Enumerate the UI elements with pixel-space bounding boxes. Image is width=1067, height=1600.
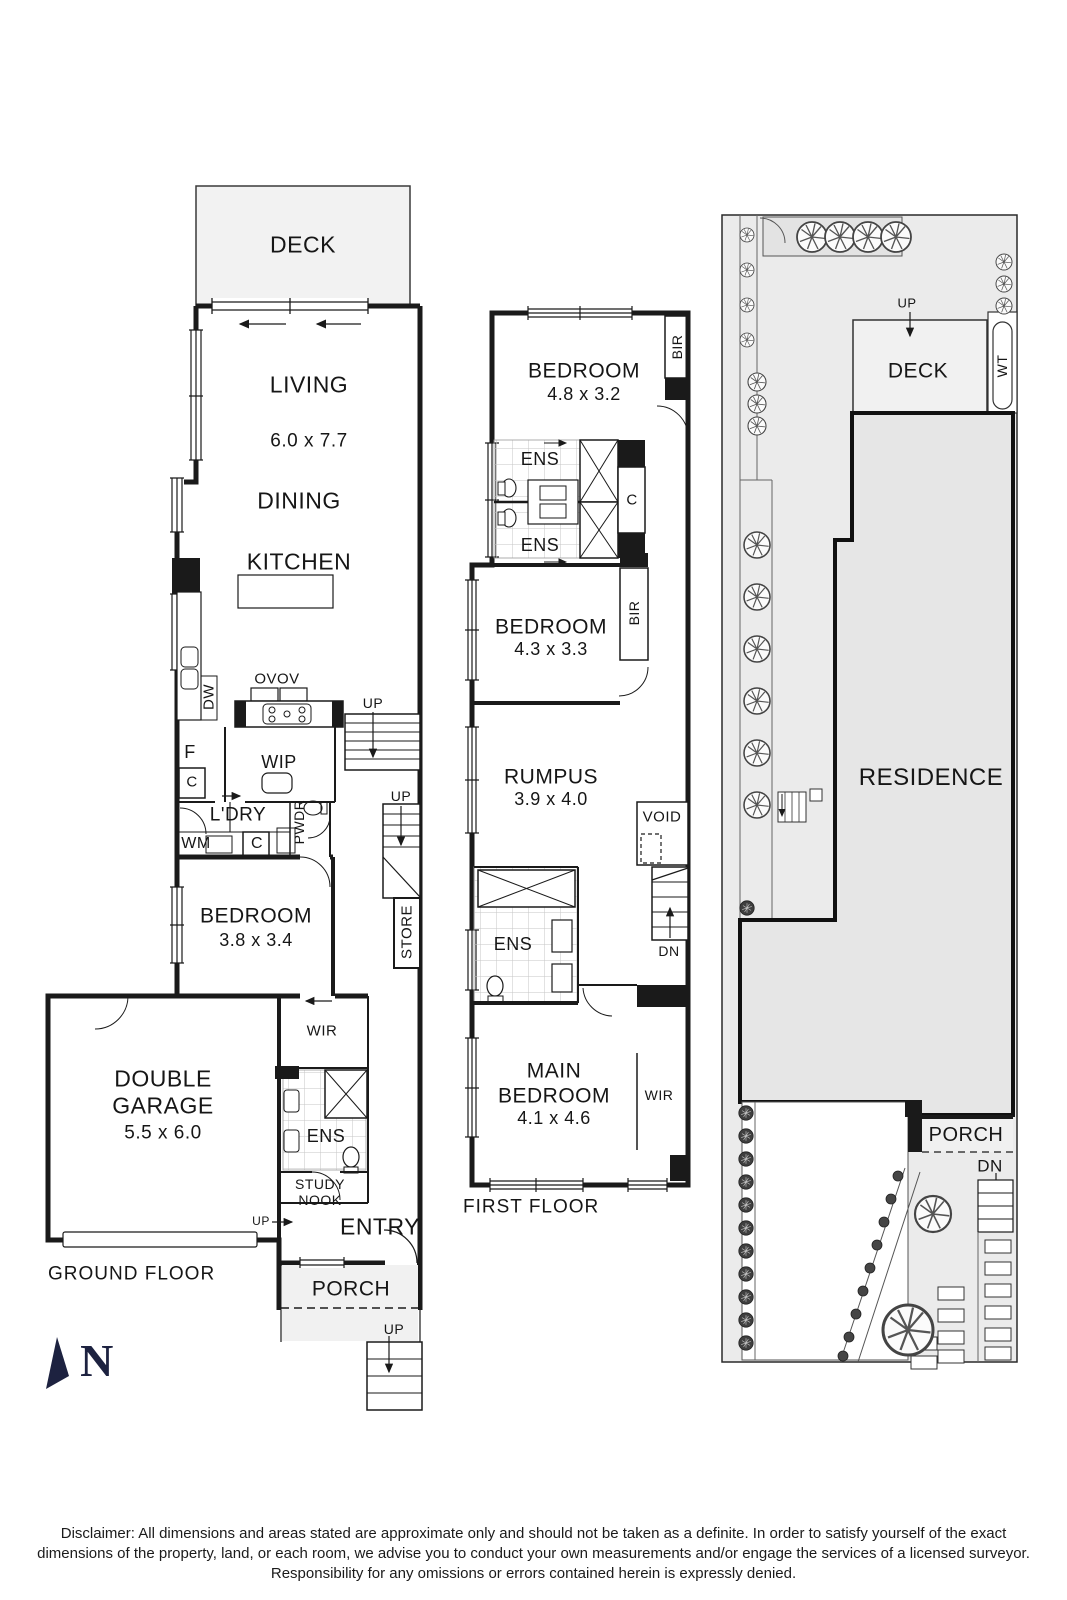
ff-void-label: VOID bbox=[642, 808, 682, 826]
ff-rumpus-dim: 3.9 x 4.0 bbox=[514, 789, 588, 809]
ff-bedroom2-dim: 4.3 x 3.3 bbox=[514, 639, 588, 659]
ff-main-bedroom-dim: 4.1 x 4.6 bbox=[517, 1108, 591, 1128]
gf-porch-up-label: UP bbox=[383, 1321, 405, 1337]
gf-living-label: LIVING bbox=[269, 371, 349, 398]
ff-ens1-label: ENS bbox=[520, 449, 560, 469]
gf-store-label: STORE bbox=[398, 905, 416, 959]
gf-porch-steps bbox=[366, 1336, 423, 1411]
ff-wir-label: WIR bbox=[644, 1087, 674, 1103]
ff-ens3-label: ENS bbox=[493, 934, 533, 954]
gf-garage-dim: 5.5 x 6.0 bbox=[124, 1122, 202, 1144]
gf-deck-area bbox=[195, 185, 411, 307]
gf-ensuite-label: ENS bbox=[306, 1126, 346, 1146]
ff-toilet3-icon bbox=[486, 975, 504, 997]
site-plan bbox=[721, 214, 1018, 1370]
gf-fridge-label: F bbox=[184, 742, 196, 762]
ff-bedroom1-dim: 4.8 x 3.2 bbox=[547, 384, 621, 404]
sp-stepping-stones bbox=[837, 1170, 904, 1362]
north-arrow-icon bbox=[46, 1337, 69, 1389]
ff-main-ensuite bbox=[473, 866, 579, 1004]
gf-ovens-label: OVOV bbox=[254, 670, 300, 688]
sp-paving bbox=[910, 1232, 1012, 1370]
ff-ensuite-block bbox=[493, 439, 646, 566]
gf-garage-label-1: DOUBLE bbox=[114, 1065, 212, 1092]
gf-laundry-label: L'DRY bbox=[209, 804, 267, 826]
gf-stairs-store bbox=[382, 803, 421, 899]
gf-dining-label: DINING bbox=[257, 487, 341, 514]
gf-store-area bbox=[393, 897, 421, 969]
sp-porch-label: PORCH bbox=[928, 1124, 1004, 1146]
gf-stairs-up-main-label: UP bbox=[362, 695, 384, 711]
ff-rumpus-label: RUMPUS bbox=[503, 765, 599, 789]
gf-porch-area bbox=[282, 1265, 418, 1341]
gf-garage-label-2: GARAGE bbox=[112, 1092, 214, 1119]
disclaimer-text: Disclaimer: All dimensions and areas sta… bbox=[37, 1525, 1030, 1582]
ff-main-bedroom-label-2: BEDROOM bbox=[497, 1084, 611, 1108]
pwdr-toilet-icon bbox=[303, 800, 323, 816]
sp-porch-dn-label: DN bbox=[977, 1156, 1003, 1176]
gf-powder-label: PWDR bbox=[291, 799, 307, 845]
ff-bir1-label: BIR bbox=[669, 334, 685, 360]
sp-residence-label: RESIDENCE bbox=[858, 764, 1004, 791]
ff-main-bedroom-label-1: MAIN bbox=[526, 1059, 582, 1083]
gf-toilet-icon bbox=[342, 1146, 360, 1168]
ff-bedroom2-label: BEDROOM bbox=[494, 615, 608, 639]
wip-sink-icon bbox=[261, 772, 293, 794]
gf-study-label-1: STUDY bbox=[295, 1176, 345, 1192]
water-tank-icon bbox=[992, 321, 1013, 410]
gf-living-dim: 6.0 x 7.7 bbox=[270, 430, 348, 452]
first-floor-plan bbox=[465, 306, 691, 1192]
sp-water-tank-label: WT bbox=[994, 354, 1010, 378]
gf-washing-machine-label: WM bbox=[181, 835, 211, 852]
sp-side-stairs bbox=[777, 788, 823, 823]
gf-kitchen-fixtures bbox=[176, 574, 344, 728]
gf-entry-label: ENTRY bbox=[339, 1213, 421, 1240]
gf-pantry-label: WIP bbox=[261, 752, 297, 772]
sp-residence-footprint bbox=[738, 411, 1015, 1117]
gf-title: GROUND FLOOR bbox=[48, 1263, 216, 1285]
cooktop-icon bbox=[262, 703, 312, 725]
ff-stairs-dn bbox=[651, 866, 689, 941]
sp-porch-area bbox=[922, 1117, 1013, 1152]
gf-study-label-2: NOOK bbox=[298, 1192, 342, 1208]
gf-stairs-up-store-label: UP bbox=[390, 788, 412, 804]
ff-bir2-label: BIR bbox=[626, 600, 642, 626]
ff-ens2-label: ENS bbox=[520, 535, 560, 555]
gf-kitchen-cupboard-label: C bbox=[186, 773, 198, 791]
sp-deck-label: DECK bbox=[887, 359, 949, 383]
gf-stairs-main bbox=[344, 712, 421, 771]
ff-cupboard-label: C bbox=[626, 491, 638, 509]
ff-stairs-dn-label: DN bbox=[658, 943, 680, 959]
gf-wir-label: WIR bbox=[306, 1022, 338, 1040]
gf-laundry-cupboard-label: C bbox=[250, 835, 264, 852]
ff-void-area bbox=[636, 801, 689, 866]
gf-porch-label: PORCH bbox=[311, 1277, 391, 1301]
sp-deck-up-label: UP bbox=[897, 295, 917, 311]
ground-floor-plan bbox=[45, 185, 423, 1411]
sp-deck-area bbox=[852, 319, 988, 414]
gf-kitchen-label: KITCHEN bbox=[246, 548, 352, 575]
gf-entry-up-label: UP bbox=[252, 1214, 270, 1228]
ff-title: FIRST FLOOR bbox=[463, 1196, 600, 1218]
gf-deck-label: DECK bbox=[270, 231, 336, 258]
north-label: N bbox=[80, 1335, 114, 1386]
gf-bedroom-dim: 3.8 x 3.4 bbox=[219, 930, 293, 950]
gf-bedroom-label: BEDROOM bbox=[199, 904, 313, 928]
garage-door-icon bbox=[62, 1231, 258, 1248]
ff-bedroom1-label: BEDROOM bbox=[527, 359, 641, 383]
sp-porch-steps bbox=[977, 1179, 1014, 1233]
gf-dishwasher-label: DW bbox=[200, 684, 218, 710]
